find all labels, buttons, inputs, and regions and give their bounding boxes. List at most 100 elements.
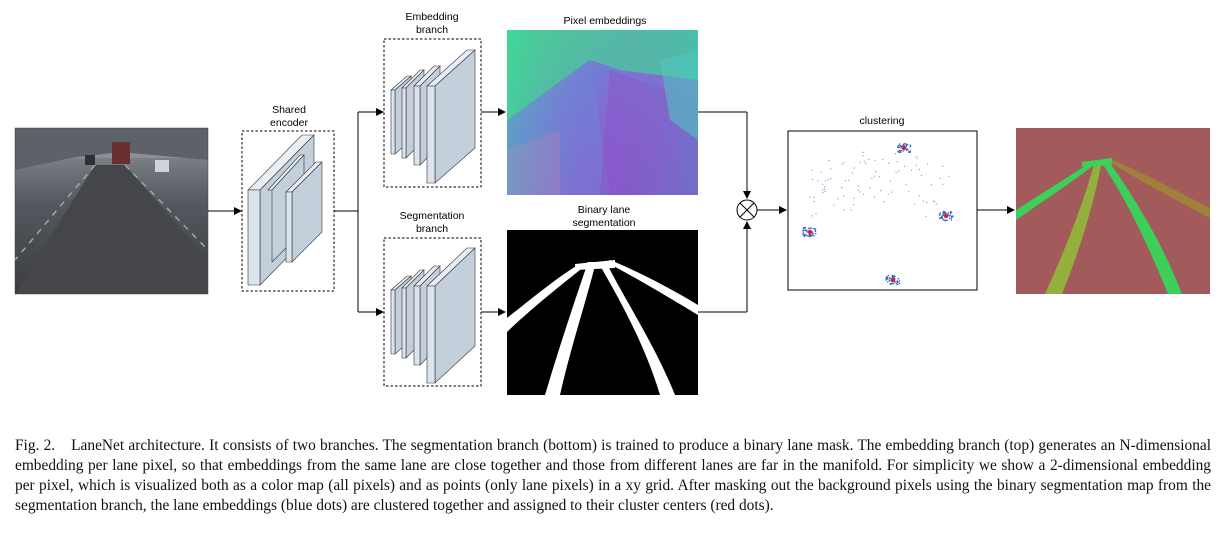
cluster-center xyxy=(901,145,907,151)
cluster-point xyxy=(809,235,812,238)
cluster-point xyxy=(810,227,813,230)
cluster-point xyxy=(885,279,887,281)
binary-segmentation-image xyxy=(507,230,698,395)
cluster-point xyxy=(883,201,885,203)
cluster-point xyxy=(862,155,864,157)
cluster-point xyxy=(841,163,843,165)
cluster-point xyxy=(927,163,929,165)
cluster-point xyxy=(946,219,948,221)
cluster-point xyxy=(939,212,941,215)
merge-arrows xyxy=(698,111,751,313)
cluster-point xyxy=(859,191,861,193)
cluster-point xyxy=(897,281,899,284)
cluster-point xyxy=(857,185,859,187)
cluster-point xyxy=(949,214,951,216)
cluster-point xyxy=(930,184,933,186)
cluster-point xyxy=(905,184,907,186)
cluster-point xyxy=(813,234,815,237)
cluster-point xyxy=(951,216,953,218)
cluster-point xyxy=(828,160,830,162)
cluster-point xyxy=(894,153,897,155)
cluster-point xyxy=(882,158,884,160)
cluster-point xyxy=(805,234,807,236)
cluster-point xyxy=(944,220,947,222)
clustering-plot xyxy=(787,130,978,291)
cluster-point xyxy=(804,229,807,231)
segmentation-branch-label-2: branch xyxy=(416,223,448,235)
cluster-point xyxy=(896,146,899,148)
cluster-point xyxy=(814,232,817,235)
cluster-point xyxy=(913,203,916,205)
cluster-point xyxy=(878,176,881,178)
cluster-point xyxy=(806,231,808,233)
cluster-point xyxy=(902,150,904,152)
cluster-point xyxy=(909,150,911,152)
cluster-point xyxy=(833,204,835,206)
cluster-point xyxy=(888,279,891,282)
cluster-point xyxy=(941,216,943,218)
cluster-point xyxy=(887,193,889,195)
cluster-point xyxy=(938,214,941,216)
cluster-point xyxy=(827,179,829,181)
cluster-point xyxy=(803,229,805,232)
cluster-point xyxy=(850,209,852,211)
cluster-point xyxy=(897,277,900,280)
cluster-point xyxy=(815,213,817,215)
cluster-point xyxy=(939,177,941,179)
cluster-point xyxy=(853,197,855,199)
circled-times-icon xyxy=(736,199,758,221)
cluster-point xyxy=(921,175,923,177)
cluster-point xyxy=(936,203,938,205)
cluster-point xyxy=(811,215,813,217)
cluster-point xyxy=(802,232,805,234)
cluster-point xyxy=(889,283,891,285)
cluster-point xyxy=(802,233,804,236)
cluster-center xyxy=(890,277,896,283)
cluster-point xyxy=(910,169,913,171)
cluster-point xyxy=(820,171,823,173)
cluster-point xyxy=(915,156,917,158)
cluster-point xyxy=(813,196,815,199)
cluster-point xyxy=(906,143,909,146)
instance-segmentation-output xyxy=(1016,128,1210,294)
cluster-point xyxy=(916,157,918,159)
cluster-point xyxy=(898,282,901,285)
cluster-point xyxy=(898,280,901,282)
pixel-embeddings-image xyxy=(507,30,698,195)
cluster-point xyxy=(905,145,908,147)
cluster-point xyxy=(811,178,814,181)
cluster-point xyxy=(823,188,826,190)
segmentation-branch-label: Segmentation xyxy=(400,210,465,222)
cluster-point xyxy=(817,180,819,182)
cluster-point xyxy=(811,234,813,236)
cluster-point xyxy=(899,146,901,148)
pixel-embeddings-title: Pixel embeddings xyxy=(564,15,647,27)
embedding-branch-label: Embedding xyxy=(405,11,458,23)
figure-caption: Fig. 2.LaneNet architecture. It consists… xyxy=(15,436,1211,516)
cluster-point xyxy=(933,200,935,202)
cluster-point xyxy=(874,159,876,161)
cluster-point xyxy=(843,195,845,197)
cluster-point xyxy=(875,171,877,173)
cluster-point xyxy=(940,217,942,219)
cluster-point xyxy=(895,283,898,285)
cluster-point xyxy=(891,282,894,285)
cluster-point xyxy=(942,165,944,167)
cluster-point xyxy=(863,193,865,195)
cluster-point xyxy=(948,175,950,177)
cluster-point xyxy=(942,213,944,216)
cluster-point xyxy=(880,189,882,192)
input-road-image xyxy=(14,127,209,295)
cluster-point xyxy=(889,180,891,182)
binary-segmentation-title-2: segmentation xyxy=(572,217,635,229)
cluster-point xyxy=(803,234,806,237)
cluster-point xyxy=(843,162,845,164)
cluster-point xyxy=(837,198,839,200)
cluster-point xyxy=(812,232,814,235)
cluster-point xyxy=(862,151,864,153)
shared-encoder-label-2: encoder xyxy=(270,117,308,129)
cluster-point xyxy=(885,276,887,279)
cluster-point xyxy=(899,144,902,147)
cluster-point xyxy=(894,281,897,283)
cluster-point xyxy=(903,165,906,167)
